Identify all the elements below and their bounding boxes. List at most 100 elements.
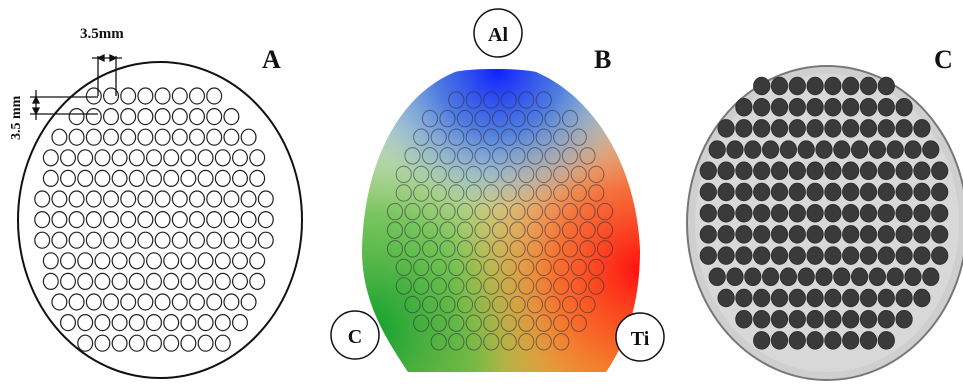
panel-b-electrode-circle [518,91,535,109]
panel-c-deposit-dot [770,76,789,96]
panel-b-electrode-circle [544,295,561,314]
panel-b-electrode-circle [579,295,596,314]
panel-a-electrode-circle [154,108,171,126]
panel-a-electrode-circle [85,231,102,249]
panel-a-electrode-circle [128,252,145,270]
panel-c-deposit-dot [859,331,878,350]
panel-b-electrode-circle [456,147,474,165]
panel-c-deposit-dot [913,225,931,244]
panel-b-electrode-circle [544,147,561,165]
panel-c-deposit-dot [806,288,824,308]
panel-c-deposit-dot [877,309,895,329]
panel-a-electrode-circle [51,231,68,249]
panel-a-electrode-circle [249,169,266,187]
panel-a-electrode-circle [146,169,163,187]
panel-a-electrode-circle [59,272,76,290]
panel-c-deposit-dot [824,246,842,265]
panel-c-deposit-dot [931,203,949,223]
panel-a-electrode-circle [214,252,231,270]
panel-c-deposit-dot [788,246,806,265]
panel-a-electrode-circle [77,272,94,290]
panel-b-electrode-circle [404,240,421,258]
panel-a-electrode-circle [59,314,76,332]
panel-b-electrode-circle [421,109,439,128]
panel-c-deposit-dot [913,119,931,138]
panel-c-deposit-dot [735,182,753,202]
panel-c-label: C [934,45,953,74]
panel-c-deposit-dot [806,97,824,117]
panel-b-electrode-circle [483,333,500,351]
panel-c-deposit-dot [859,225,878,244]
panel-c-deposit-dot [717,161,735,181]
panel-b-electrode-circle [465,184,482,202]
panel-b-electrode-circle [553,184,570,202]
panel-a-electrode-circle [77,314,94,332]
panel-b-electrode-circle [465,333,482,351]
panel-c-deposit-dot [815,140,833,159]
panel-a-circle-grid [34,87,274,352]
panel-b-electrode-circle [526,221,544,239]
panel-c-deposit-dot [761,140,780,159]
panel-a-electrode-circle [206,108,223,126]
panel-a-electrode-circle [146,314,163,332]
panel-c-deposit-dot [842,76,860,96]
panel-b-electrode-circle [448,184,465,202]
panel-c-deposit-dot [850,140,869,159]
panel-c-deposit-dot [859,309,878,329]
panel-b-electrode-circle [395,258,412,277]
panel-c-deposit-dot [761,267,780,287]
panel-a-electrode-circle [180,252,197,270]
panel-b-electrode-circle [491,295,509,314]
panel-b-electrode-circle [439,295,456,314]
panel-c-deposit-dot [877,288,895,308]
panel-b-electrode-circle [439,109,456,128]
panel-c-deposit-dot [735,161,753,181]
panel-a-wafer-outline [17,61,303,379]
panel-c-deposit-dot [708,267,726,287]
panel-b-electrode-circle [474,221,491,239]
panel-a-electrode-circle [232,252,249,270]
panel-b-electrode-circle [465,314,482,332]
panel-b-electrode-circle [596,202,614,221]
panel-a-electrode-circle [206,190,223,208]
panel-c-deposit-dot [753,182,771,202]
panel-a-electrode-circle [197,149,214,167]
panel-a-electrode-circle [120,293,137,311]
panel-a-electrode-circle [137,128,154,146]
panel-a-electrode-circle [111,334,128,352]
panel-c-deposit-dot [859,119,878,138]
panel-c-deposit-dot [913,203,931,223]
panel-b-electrode-circle [500,333,517,351]
panel-c-deposit-dot [735,309,753,329]
panel-b-electrode-circle [588,165,605,184]
panel-a-electrode-circle [102,231,119,249]
panel-b-electrode-circle [544,221,561,239]
panel-a-electrode-circle [137,231,154,249]
panel-c-deposit-dot [868,140,887,159]
panel-c-deposit-dot [770,97,789,117]
panel-a-electrode-circle [154,293,171,311]
panel-c-deposit-dot [859,288,878,308]
panel-c-deposit-dot [788,161,806,181]
panel-b-electrode-circle [448,258,465,277]
panel-b-electrode-circle [518,258,535,277]
panel-a-electrode-circle [85,211,102,229]
panel-b-electrode-circle [430,314,447,332]
panel-b-electrode-circle [553,333,570,351]
panel-a-electrode-circle [240,128,257,146]
panel-b-electrode-circle [474,295,491,314]
panel-c-deposit-dot [824,288,842,308]
panel-b-composition-map [362,69,640,372]
panel-a-electrode-circle [249,272,266,290]
panel-b-electrode-circle [465,91,482,109]
panel-b-electrode-circle [579,221,596,239]
panel-a-electrode-circle [197,314,214,332]
panel-b-electrode-circle [579,202,596,221]
panel-a-electrode-circle [206,293,223,311]
panel-c-deposit-dot [886,267,904,287]
panel-c-deposit-dot [806,161,824,181]
panel-c-deposit-dot [877,119,895,138]
panel-b-electrode-circle [465,165,482,184]
panel-c-deposit-dot [806,182,824,202]
panel-b-electrode-circle [491,147,509,165]
